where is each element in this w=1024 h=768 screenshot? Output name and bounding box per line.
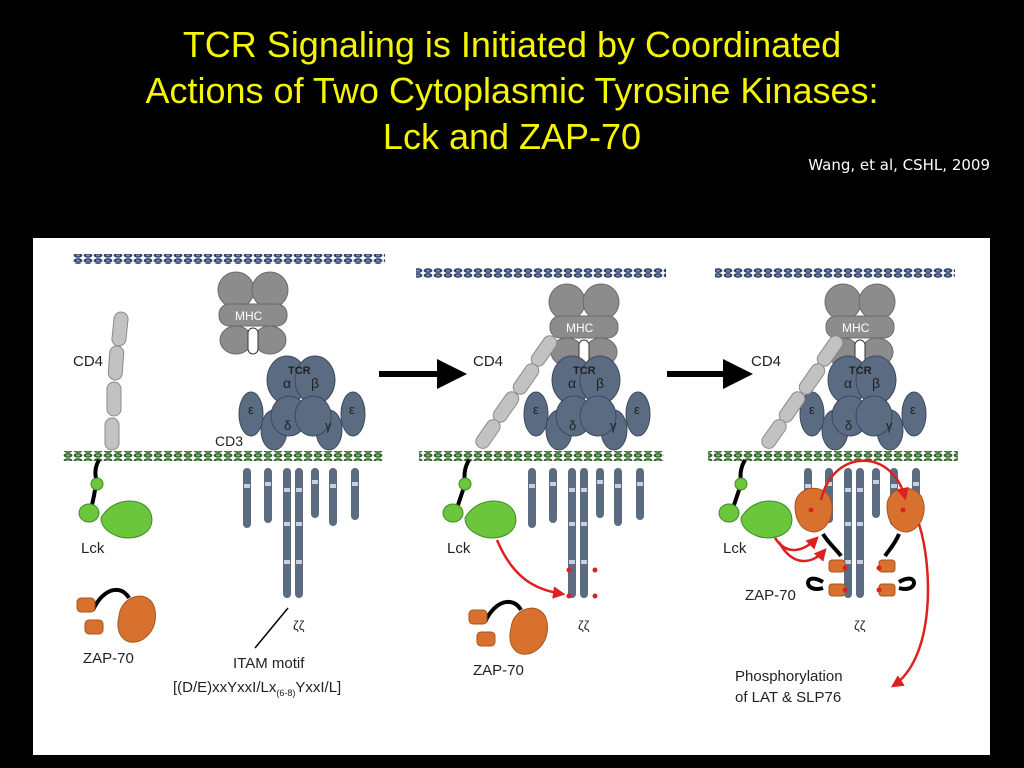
tcr-signaling-diagram: MHC TCR α β ε δ γ ε CD3 ζζ CD4 Lck ZAP-7… [63, 254, 958, 706]
zeta-label-1: ζζ [293, 618, 305, 633]
cd4-molecule-1 [104, 311, 129, 451]
lck-label-1: Lck [81, 540, 105, 557]
tcr-label-1: TCR [288, 365, 311, 377]
title-line-1: TCR Signaling is Initiated by Coordinate… [182, 24, 842, 65]
phospho-dots-3 [808, 507, 906, 593]
slide-title: TCR Signaling is Initiated by Coordinate… [0, 22, 1024, 160]
zap70-kinase-2 [468, 599, 548, 655]
cd4-label-1: CD4 [73, 353, 103, 370]
mhc-label-3: MHC [842, 321, 870, 335]
delta-label-1: δ [284, 418, 291, 433]
tcell-membrane-3 [708, 451, 958, 461]
tcell-membrane-1 [63, 451, 383, 461]
zeta-label-3: ζζ [854, 618, 866, 633]
gamma-label-2: γ [610, 418, 617, 433]
mhc-label-1: MHC [235, 309, 263, 323]
zap70-kinase-1 [76, 587, 156, 643]
itam-seq-a: [(D/E)xxYxxI/Lx [173, 679, 277, 696]
cd3-label: CD3 [215, 433, 243, 449]
itam-subscript: (6-8) [276, 688, 295, 698]
tcr-complex-2 [523, 355, 651, 599]
alpha-label-2: α [568, 375, 576, 391]
mhc-label-2: MHC [566, 321, 594, 335]
lck-to-zap70-arrow-2 [777, 541, 827, 563]
epsilon-left-1: ε [248, 402, 254, 417]
apc-membrane-3 [715, 268, 955, 278]
diagram-panel: MHC TCR α β ε δ γ ε CD3 ζζ CD4 Lck ZAP-7… [33, 238, 990, 755]
beta-label-1: β [311, 375, 319, 391]
lck-to-zap70-arrow-1 [773, 536, 819, 552]
itam-pointer-line [254, 607, 289, 649]
alpha-label-3: α [844, 375, 852, 391]
epsilon-right-2: ε [634, 402, 640, 417]
mhc-molecule-1 [217, 271, 289, 355]
delta-label-3: δ [845, 418, 852, 433]
epsilon-left-2: ε [533, 402, 539, 417]
zap70-cross-arrow [819, 459, 909, 501]
lck-kinase-2 [442, 458, 517, 539]
title-line-3: Lck and ZAP-70 [382, 116, 642, 157]
tcr-complex-1 [238, 355, 366, 599]
epsilon-right-1: ε [349, 402, 355, 417]
alpha-label-1: α [283, 375, 291, 391]
lck-phosphorylation-arrow [495, 539, 566, 599]
gamma-label-1: γ [325, 418, 332, 433]
lck-label-3: Lck [723, 540, 747, 557]
itam-title: ITAM motif [233, 655, 305, 672]
itam-sequence: [(D/E)xxYxxI/Lx(6-8)YxxI/L] [173, 679, 341, 698]
cd4-label-3: CD4 [751, 353, 781, 370]
tcr-label-3: TCR [849, 365, 872, 377]
epsilon-left-3: ε [809, 402, 815, 417]
zap70-bound-right [878, 487, 925, 597]
tcr-label-2: TCR [573, 365, 596, 377]
apc-membrane-2 [416, 268, 666, 278]
beta-label-3: β [872, 375, 880, 391]
zeta-label-2: ζζ [578, 618, 590, 633]
tcell-membrane-2 [419, 451, 664, 461]
zap70-label-1: ZAP-70 [83, 650, 134, 667]
lck-kinase-1 [78, 458, 153, 539]
lck-kinase-3 [718, 458, 793, 539]
epsilon-right-3: ε [910, 402, 916, 417]
cd4-molecule-3 [761, 335, 844, 449]
phosphorylation-label-1: Phosphorylation [735, 668, 843, 685]
title-line-2: Actions of Two Cytoplasmic Tyrosine Kina… [145, 70, 879, 111]
cd4-label-2: CD4 [473, 353, 503, 370]
lat-slp76-arrow [890, 523, 930, 688]
zap70-bound-left [794, 487, 846, 597]
beta-label-2: β [596, 375, 604, 391]
tcr-complex-3 [799, 355, 927, 599]
phosphorylation-label-2: of LAT & SLP76 [735, 689, 841, 706]
phospho-dots-2 [566, 567, 598, 599]
gamma-label-3: γ [886, 418, 893, 433]
itam-seq-b: YxxI/L] [295, 679, 341, 696]
apc-membrane-1 [73, 254, 385, 264]
zap70-label-2: ZAP-70 [473, 662, 524, 679]
cd4-molecule-2 [475, 335, 558, 449]
delta-label-2: δ [569, 418, 576, 433]
zap70-label-3: ZAP-70 [745, 587, 796, 604]
lck-label-2: Lck [447, 540, 471, 557]
citation: Wang, et al, CSHL, 2009 [808, 156, 990, 174]
